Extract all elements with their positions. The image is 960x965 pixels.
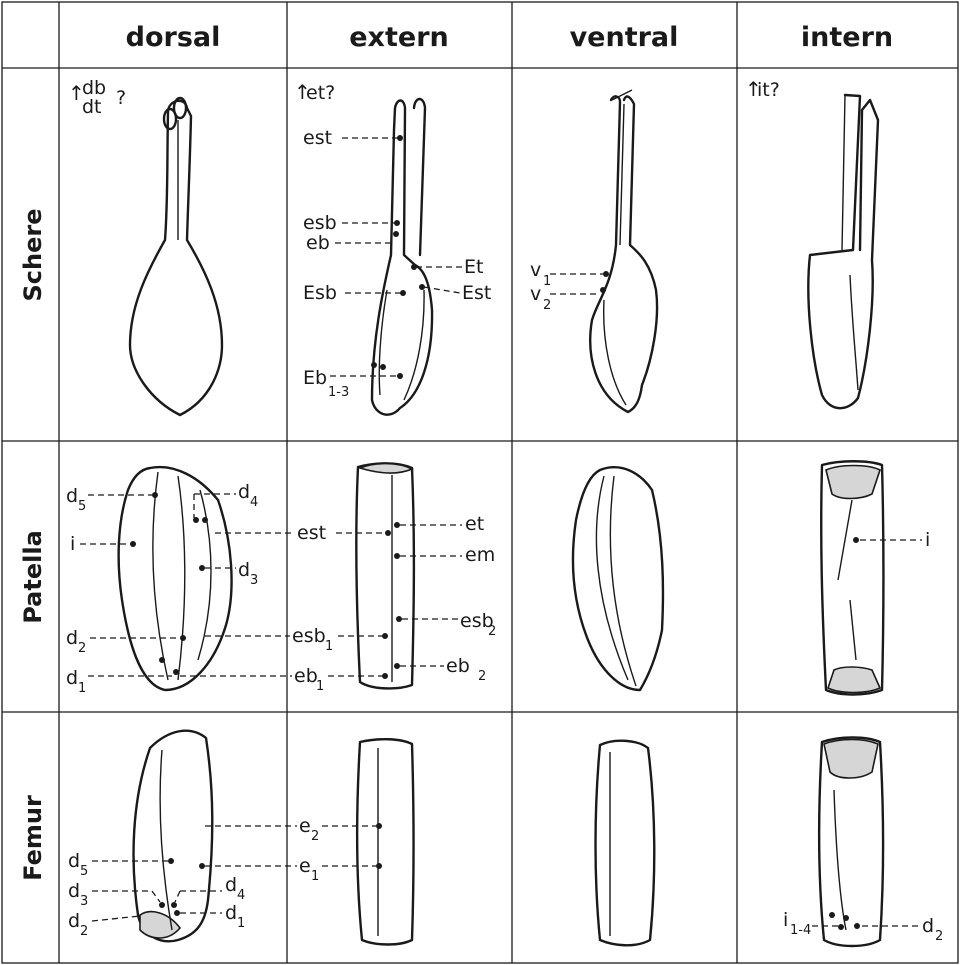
svg-text:d: d [68, 910, 80, 932]
svg-text:et: et [465, 513, 484, 535]
patella-dorsal-drawing [119, 467, 232, 690]
femur-intern-drawing [819, 738, 883, 947]
svg-text:1-4: 1-4 [790, 923, 811, 938]
svg-text:dt: dt [82, 96, 102, 118]
svg-text:3: 3 [250, 573, 258, 588]
label-Et: Et [464, 256, 483, 278]
svg-text:5: 5 [80, 864, 88, 879]
schere-dorsal-drawing [130, 98, 222, 415]
svg-text:it?: it? [757, 79, 780, 101]
svg-text:e: e [299, 815, 311, 837]
svg-text:eb: eb [446, 655, 470, 677]
svg-text:d: d [922, 915, 934, 937]
column-header-intern: intern [801, 22, 893, 53]
svg-text:2: 2 [80, 924, 88, 939]
row-header-patella: Patella [19, 530, 47, 624]
svg-text:em: em [465, 544, 495, 566]
svg-text:i: i [925, 529, 930, 551]
row-header-femur: Femur [19, 795, 47, 881]
schere-ventral-drawing [590, 90, 657, 412]
svg-text:2: 2 [488, 624, 496, 639]
label-Est: Est [462, 282, 491, 304]
femur-dorsal-drawing [134, 731, 213, 942]
svg-text:est: est [297, 522, 326, 544]
patella-ventral-drawing [573, 467, 663, 690]
schere-dorsal-note: ↑ db dt ? [68, 77, 126, 118]
femur-extern-drawing [357, 739, 413, 944]
svg-text:1: 1 [316, 679, 324, 694]
svg-text:d: d [225, 874, 237, 896]
svg-text:et?: et? [306, 82, 335, 104]
label-Eb13: Eb [303, 367, 327, 389]
svg-text:d: d [238, 559, 250, 581]
row-header-schere: Schere [19, 209, 47, 302]
svg-text:1: 1 [311, 869, 319, 884]
label-eb: eb [306, 232, 330, 254]
svg-text:1: 1 [325, 639, 333, 654]
svg-text:3: 3 [80, 894, 88, 909]
column-header-extern: extern [349, 22, 448, 53]
svg-text:1: 1 [78, 681, 86, 696]
patella-extern-drawing [356, 463, 414, 688]
svg-text:2: 2 [311, 829, 319, 844]
label-est: est [303, 127, 332, 149]
svg-text:1: 1 [237, 916, 245, 931]
svg-text:2: 2 [78, 641, 86, 656]
label-esb: esb [303, 212, 337, 234]
svg-text:d: d [225, 902, 237, 924]
svg-text:d: d [238, 481, 250, 503]
femur-ventral-drawing [596, 741, 655, 946]
svg-text:d: d [66, 485, 78, 507]
svg-text:v: v [530, 259, 541, 281]
svg-text:2: 2 [478, 669, 486, 684]
svg-text:e: e [299, 855, 311, 877]
svg-text:?: ? [116, 87, 126, 109]
svg-text:d: d [66, 667, 78, 689]
svg-text:1-3: 1-3 [328, 385, 349, 400]
svg-text:eb: eb [294, 665, 318, 687]
femur-intern-labels: i 1-4 d 2 [783, 909, 943, 944]
schere-intern-drawing [808, 95, 878, 408]
svg-text:1: 1 [543, 274, 551, 289]
svg-text:2: 2 [543, 298, 551, 313]
patella-intern-labels: i [853, 529, 930, 551]
schere-extern-labels: est esb eb Et Esb Est Eb 1-3 [303, 127, 491, 400]
svg-text:v: v [530, 283, 541, 305]
svg-text:4: 4 [250, 495, 258, 510]
svg-text:5: 5 [78, 499, 86, 514]
patella-dorsal-labels: d 5 d 4 i d 3 d 2 d 1 [66, 481, 258, 696]
svg-text:4: 4 [237, 888, 245, 903]
column-header-dorsal: dorsal [126, 22, 221, 53]
svg-text:d: d [66, 627, 78, 649]
schere-intern-note: ↑ it? [745, 77, 780, 101]
svg-text:i: i [783, 909, 788, 931]
svg-text:i: i [70, 533, 75, 555]
patella-intern-drawing [821, 461, 883, 694]
svg-text:2: 2 [935, 929, 943, 944]
column-header-ventral: ventral [570, 22, 679, 53]
svg-text:d: d [68, 880, 80, 902]
label-Esb: Esb [303, 282, 337, 304]
schere-extern-note: ↑ et? [294, 80, 335, 104]
svg-text:d: d [68, 850, 80, 872]
svg-text:esb: esb [292, 625, 326, 647]
